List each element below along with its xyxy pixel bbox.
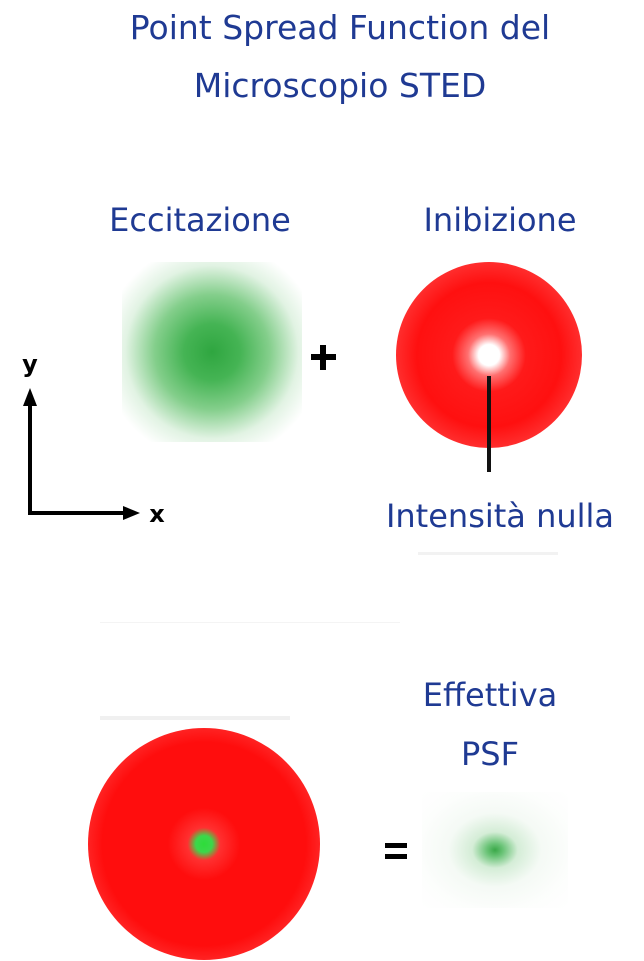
- plus-sign-vertical: [320, 345, 326, 370]
- effective-label-line-2: PSF: [460, 735, 519, 773]
- x-axis-label: x: [149, 500, 165, 528]
- faint-artifact: [100, 716, 290, 720]
- faint-artifact: [100, 622, 400, 623]
- equals-sign-top: [385, 843, 407, 848]
- effective-label-line-1: Effettiva: [422, 676, 558, 714]
- excitation-psf-spot: [122, 262, 302, 442]
- y-axis-arrowhead: [23, 388, 37, 406]
- faint-artifact: [418, 552, 558, 555]
- y-axis-label: y: [22, 350, 38, 378]
- excitation-label: Eccitazione: [109, 201, 291, 239]
- title-line-2: Microscopio STED: [193, 66, 487, 105]
- xy-axes: y x: [22, 350, 165, 528]
- combined-psf-donut: [88, 728, 320, 960]
- title-line-1: Point Spread Function del: [129, 8, 551, 47]
- x-axis-arrowhead: [123, 506, 140, 520]
- null-intensity-label: Intensità nulla: [385, 497, 615, 535]
- effective-psf-spot: [422, 792, 568, 908]
- null-intensity-pointer-line: [487, 376, 491, 472]
- equals-sign-bottom: [385, 854, 407, 859]
- inhibition-label: Inibizione: [423, 201, 577, 239]
